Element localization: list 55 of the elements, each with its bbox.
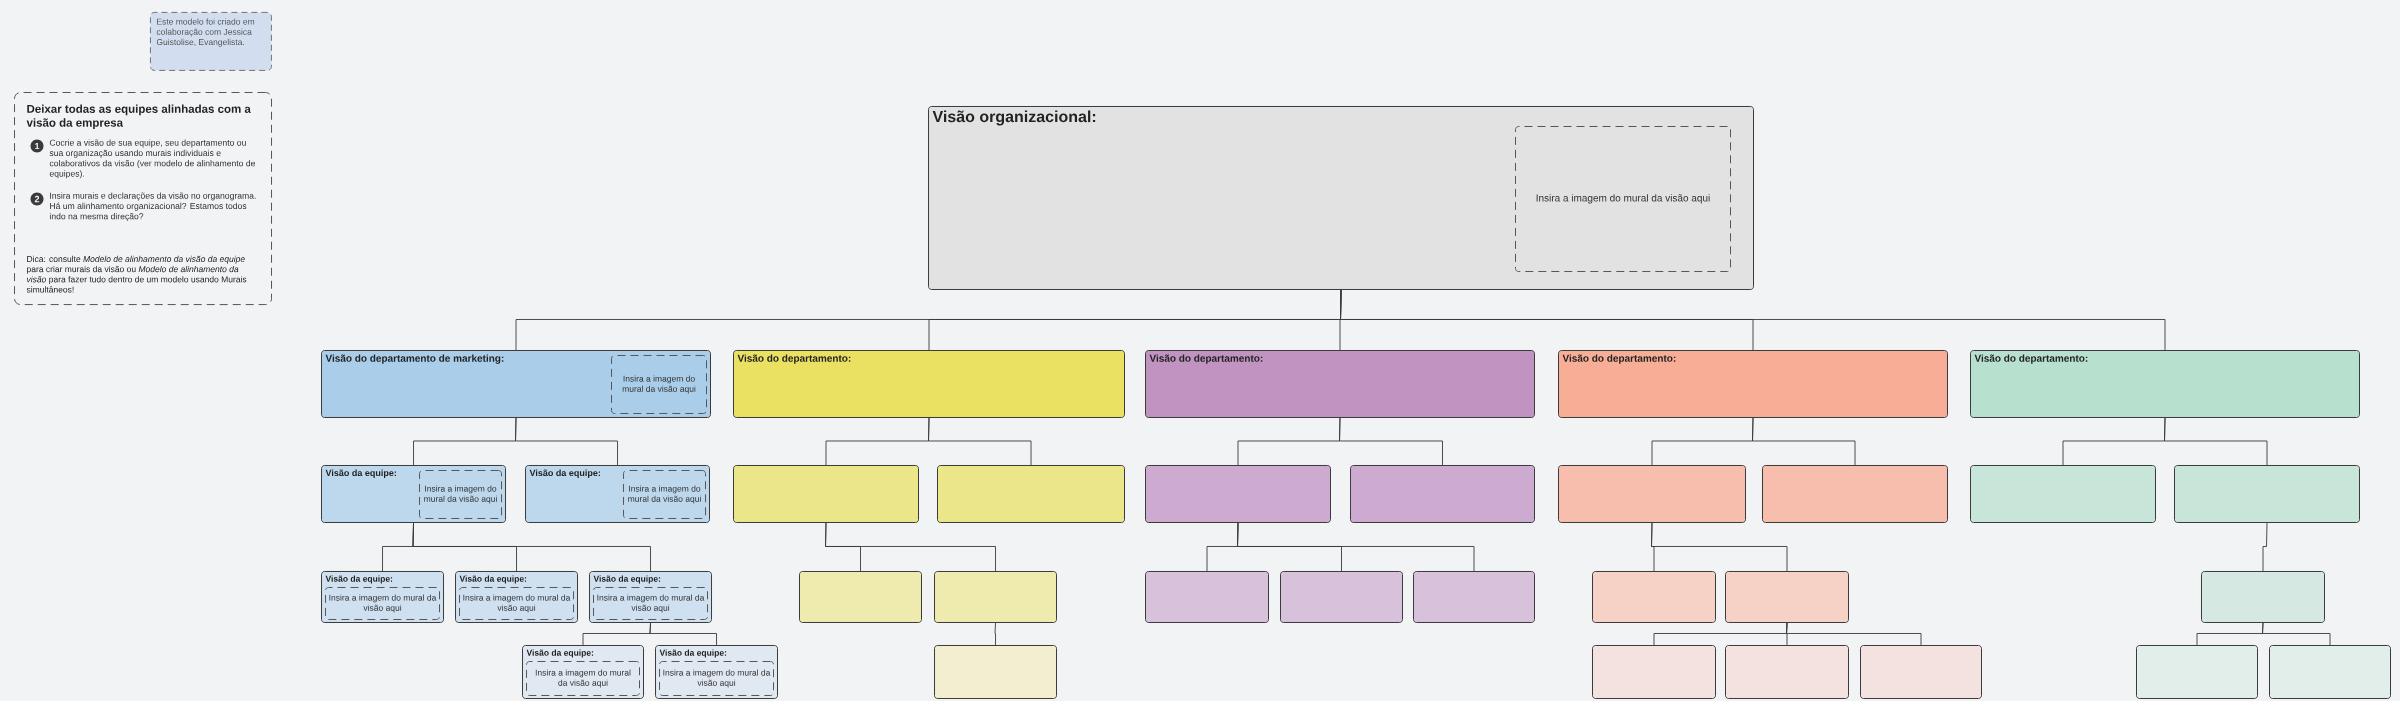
- image-drop-field: Insira a imagem do mural da visão aqui: [459, 587, 574, 620]
- connector-line: [1340, 289, 2166, 351]
- connector-line: [825, 522, 996, 572]
- empty-card: [937, 465, 1125, 523]
- empty-card: [934, 571, 1057, 623]
- vision-card: Visão do departamento:: [1558, 350, 1948, 418]
- empty-card: [934, 645, 1057, 699]
- image-drop-field: Insira a imagem do mural da visão aqui: [325, 587, 440, 620]
- image-drop-field: Insira a imagem do mural da visão aqui: [419, 470, 502, 519]
- connector-line: [2164, 417, 2268, 466]
- empty-card: [2174, 465, 2360, 523]
- connector-line: [1786, 622, 1922, 646]
- empty-card: [1592, 645, 1716, 699]
- empty-card: [1145, 465, 1331, 523]
- connector-line: [515, 417, 618, 466]
- connector-line: [1651, 522, 1788, 572]
- empty-card: [1762, 465, 1948, 523]
- image-drop-field: Insira a imagem do mural da visão aqui: [593, 587, 708, 620]
- empty-card: [1725, 571, 1849, 623]
- image-drop-field: Insira a imagem do mural da visão aqui: [526, 661, 640, 696]
- empty-card: [1725, 645, 1849, 699]
- connector-line: [994, 622, 996, 646]
- connector-line: [1339, 417, 1443, 466]
- image-drop-field: Insira a imagem do mural da visão aqui: [623, 470, 706, 519]
- empty-card: [1970, 465, 2156, 523]
- step-number: 2: [30, 192, 44, 206]
- connector-line: [928, 417, 1032, 466]
- image-drop-field: Insira a imagem do mural da visão aqui: [659, 661, 774, 696]
- connector-line: [412, 522, 651, 572]
- step-number: 1: [30, 139, 44, 153]
- empty-card: [1558, 465, 1746, 523]
- credit-note: Este modelo foi criado em colaboração com Jessica Guistolise, Evangelista.: [150, 12, 272, 71]
- empty-card: [1145, 571, 1269, 623]
- empty-card: [2269, 645, 2391, 699]
- empty-card: [1860, 645, 1982, 699]
- vision-card: Visão do departamento:: [1970, 350, 2360, 418]
- connector-line: [2262, 522, 2268, 572]
- empty-card: [1350, 465, 1535, 523]
- step-text: Insira murais e declarações da visão no organograma. Há um alinhamento organizacional? Estamos todos indo na mesma direção?: [50, 192, 256, 222]
- image-drop-field: Insira a imagem do mural da visão aqui: [611, 355, 707, 414]
- vision-card: Visão do departamento:: [1145, 350, 1535, 418]
- empty-card: [2201, 571, 2325, 623]
- connector-line: [1752, 417, 1856, 466]
- image-drop-field: Insira a imagem do mural da visão aqui: [1515, 126, 1731, 272]
- connector-line: [1237, 522, 1475, 572]
- empty-card: [733, 465, 919, 523]
- step-text: Cocrie a visão de sua equipe, seu departamento ou sua organização usando murais individuais e colaborativos da visão (ver modelo de alinhamento de equipes).: [49, 139, 255, 179]
- empty-card: [1592, 571, 1716, 623]
- empty-card: [2136, 645, 2258, 699]
- connector-line: [2262, 622, 2331, 646]
- empty-card: [1413, 571, 1535, 623]
- vision-card: Visão do departamento:: [733, 350, 1125, 418]
- connector-line: [649, 622, 717, 646]
- empty-card: [1280, 571, 1403, 623]
- empty-card: [799, 571, 922, 623]
